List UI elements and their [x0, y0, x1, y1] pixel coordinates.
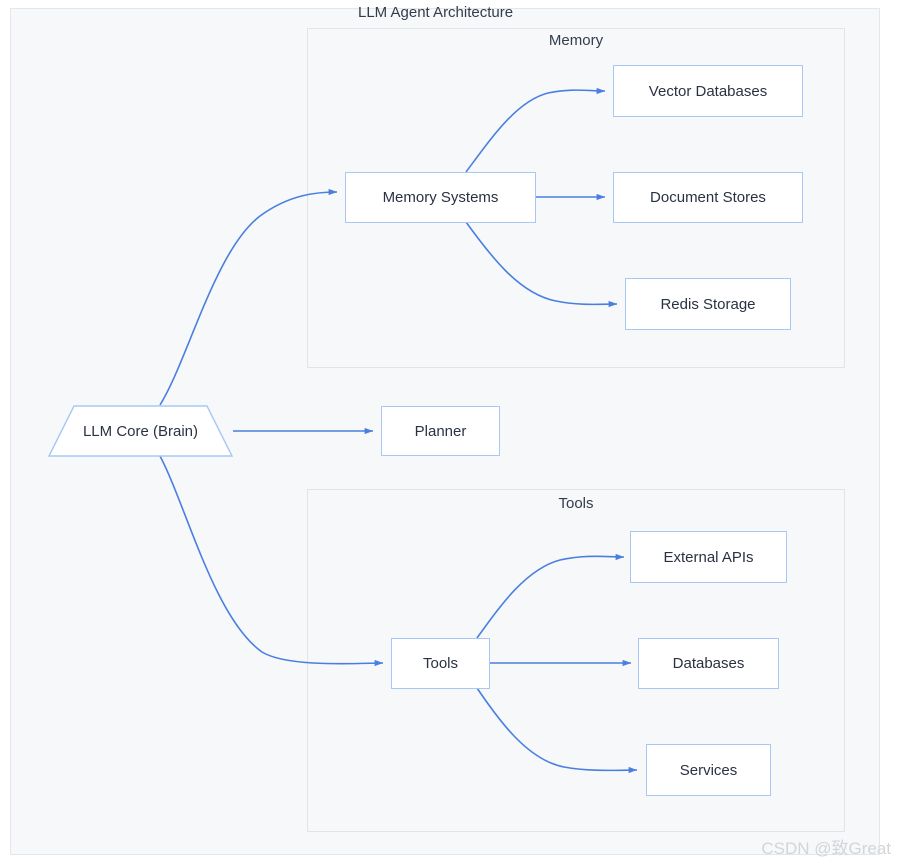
node-vector-databases-label: Vector Databases: [648, 82, 768, 100]
cluster-memory-label: Memory: [548, 32, 604, 49]
node-external-apis[interactable]: External APIs: [630, 531, 787, 583]
node-planner-label: Planner: [414, 422, 467, 440]
node-planner[interactable]: Planner: [381, 406, 500, 456]
node-databases[interactable]: Databases: [638, 638, 779, 689]
diagram-title: LLM Agent Architecture: [358, 4, 514, 21]
node-redis-storage[interactable]: Redis Storage: [625, 278, 791, 330]
cluster-tools-label: Tools: [558, 495, 594, 512]
node-memory-systems[interactable]: Memory Systems: [345, 172, 536, 223]
node-redis-storage-label: Redis Storage: [660, 295, 756, 313]
node-external-apis-label: External APIs: [663, 548, 754, 566]
node-tools[interactable]: Tools: [391, 638, 490, 689]
node-llm-core-label: LLM Core (Brain): [82, 422, 199, 440]
node-document-stores[interactable]: Document Stores: [613, 172, 803, 223]
watermark: CSDN @致Great: [761, 839, 891, 858]
node-services-label: Services: [679, 761, 738, 779]
node-tools-label: Tools: [422, 655, 459, 672]
node-memory-systems-label: Memory Systems: [382, 189, 499, 206]
node-databases-label: Databases: [672, 655, 745, 672]
node-llm-core[interactable]: LLM Core (Brain): [48, 405, 233, 457]
node-document-stores-label: Document Stores: [650, 189, 766, 206]
node-services[interactable]: Services: [646, 744, 771, 796]
node-vector-databases[interactable]: Vector Databases: [613, 65, 803, 117]
